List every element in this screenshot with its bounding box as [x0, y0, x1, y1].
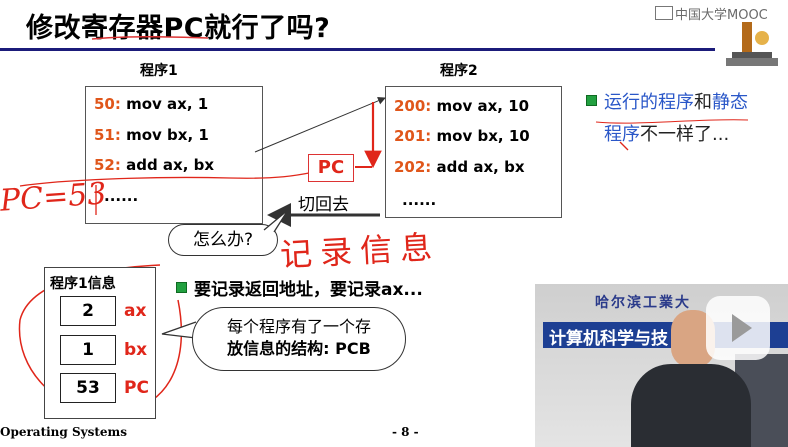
program2-box: 200: mov ax, 10 201: mov bx, 10 202: add…: [385, 86, 562, 218]
jump-arrow: [254, 96, 386, 153]
program1-line: 51: mov bx, 1: [94, 126, 209, 144]
info-reg-pc: PC: [124, 378, 149, 398]
line-addr: 52:: [94, 156, 121, 174]
logo-mark-icon: [655, 6, 673, 20]
program2-line: 201: mov bx, 10: [394, 127, 530, 145]
program1-label: 程序1: [140, 63, 178, 79]
program2-line: 200: mov ax, 10: [394, 97, 529, 115]
line-code: ......: [104, 187, 139, 205]
pcb-bubble-tail: [161, 321, 197, 339]
info-value-pc: 53: [60, 373, 116, 403]
title-scribble: [91, 35, 209, 40]
page-number: - 8 -: [392, 425, 419, 439]
video-banner-text: 计算机科学与技: [549, 329, 668, 349]
pcb-line2: 放信息的结构: PCB: [227, 339, 371, 358]
line-code: add ax, bx: [436, 158, 525, 176]
footer-course: Operating Systems: [0, 425, 127, 439]
info-value-bx: 1: [60, 335, 116, 365]
switch-back-label: 切回去: [298, 195, 349, 215]
program2-line: ......: [402, 191, 436, 209]
note-blue-text: 静态: [712, 92, 748, 113]
video-school-text: 哈尔滨工業大: [595, 295, 691, 311]
page-title: 修改寄存器PC就行了吗?: [26, 13, 331, 44]
note-black-text: 不一样了...: [640, 124, 730, 145]
bullet-icon: [176, 282, 187, 293]
line-code: mov ax, 1: [126, 95, 209, 113]
program2-line: 202: add ax, bx: [394, 158, 525, 176]
line-code: ......: [402, 191, 437, 209]
handwriting-record: 记录信息: [279, 227, 442, 275]
logo-text: 中国大学MOOC: [675, 8, 768, 23]
line-code: mov bx, 10: [436, 127, 530, 145]
note-blue-text: 程序: [604, 124, 640, 145]
program1-line: 50: mov ax, 1: [94, 95, 208, 113]
info-reg-ax: ax: [124, 301, 147, 321]
lecturer-body: [631, 364, 751, 447]
line-addr: 51:: [94, 126, 121, 144]
pcb-line1: 每个程序有了一个存: [226, 317, 371, 336]
microscope-icon: [726, 22, 778, 66]
title-rule: [0, 48, 715, 51]
handwriting-stroke: [619, 141, 629, 151]
pcb-bubble: 每个程序有了一个存 放信息的结构: PCB: [192, 307, 406, 371]
handwriting-pc: PC=53: [0, 176, 108, 219]
question-bubble: 怎么办?: [168, 224, 278, 256]
program1-box: 50: mov ax, 1 51: mov bx, 1 52: add ax, …: [85, 86, 263, 224]
info-value-ax: 2: [60, 296, 116, 326]
line-code: add ax, bx: [126, 156, 215, 174]
right-note-line2: 程序不一样了...: [604, 120, 729, 146]
note-black-text: 和: [694, 92, 712, 113]
line-code: mov bx, 1: [126, 126, 209, 144]
line-code: mov ax, 10: [436, 97, 530, 115]
program1-info-title: 程序1信息: [50, 276, 116, 292]
question-text: 怎么办?: [192, 230, 254, 250]
record-note: 要记录返回地址，要记录ax...: [194, 280, 423, 300]
program1-line: 52: add ax, bx: [94, 156, 214, 174]
play-icon: [732, 314, 752, 342]
bubble-tail: [263, 209, 289, 233]
line-addr: 50:: [94, 95, 121, 113]
line-addr: 201:: [394, 127, 432, 145]
line-addr: 202:: [394, 158, 432, 176]
mooc-logo: 中国大学MOOC: [655, 4, 780, 23]
pc-register-box: PC: [308, 154, 354, 182]
bullet-icon: [586, 95, 597, 106]
note-blue-text: 运行的程序: [604, 92, 694, 113]
right-note-line1: 运行的程序和静态: [604, 88, 748, 114]
program1-line: ......: [104, 187, 138, 205]
info-reg-bx: bx: [124, 340, 148, 360]
handwriting-stroke: [595, 119, 749, 124]
program2-label: 程序2: [440, 63, 478, 79]
line-addr: 200:: [394, 97, 432, 115]
play-button[interactable]: [706, 296, 770, 360]
